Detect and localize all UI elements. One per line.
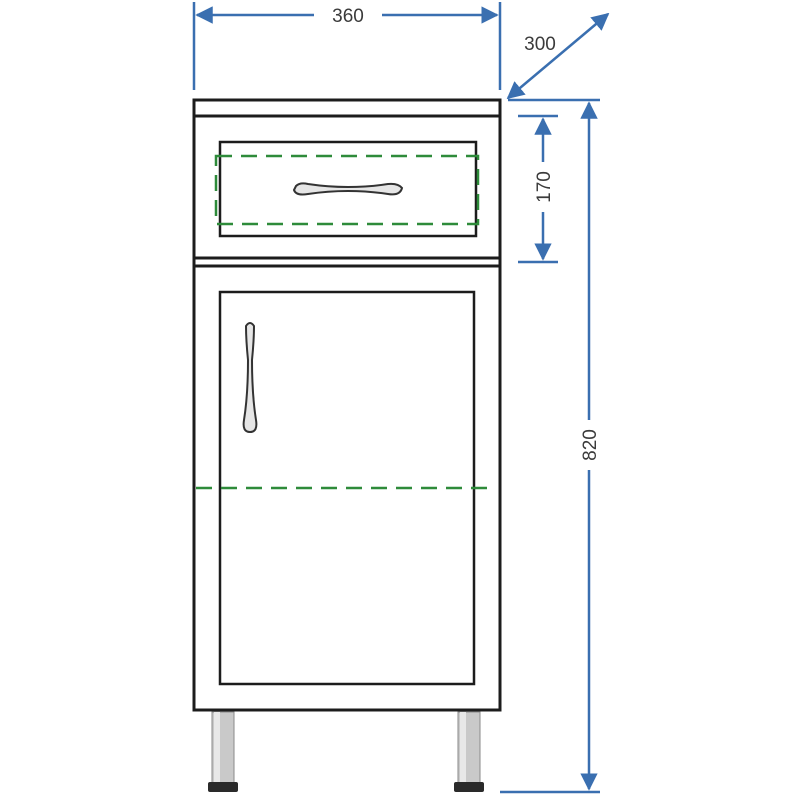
depth-dimension: 300 (506, 12, 610, 100)
depth-label: 300 (524, 34, 556, 55)
drawer-height-dimension: 170 (518, 114, 558, 264)
leg-left (208, 711, 238, 792)
drawer-divider (192, 256, 502, 268)
drawer-box-guide (214, 154, 480, 226)
width-label: 360 (332, 6, 364, 27)
foot-left (208, 782, 238, 792)
foot-right (454, 782, 484, 792)
total-height-label: 820 (580, 429, 601, 461)
leg-right (454, 711, 484, 792)
depth-arrow (506, 12, 610, 100)
countertop (192, 98, 502, 118)
drawer-height-label: 170 (534, 171, 555, 203)
width-dimension: 360 (192, 2, 502, 90)
door-handle-icon (242, 322, 258, 434)
total-height-dimension: 820 (500, 98, 601, 794)
drawer-handle-icon (292, 182, 404, 196)
cabinet (192, 98, 502, 792)
